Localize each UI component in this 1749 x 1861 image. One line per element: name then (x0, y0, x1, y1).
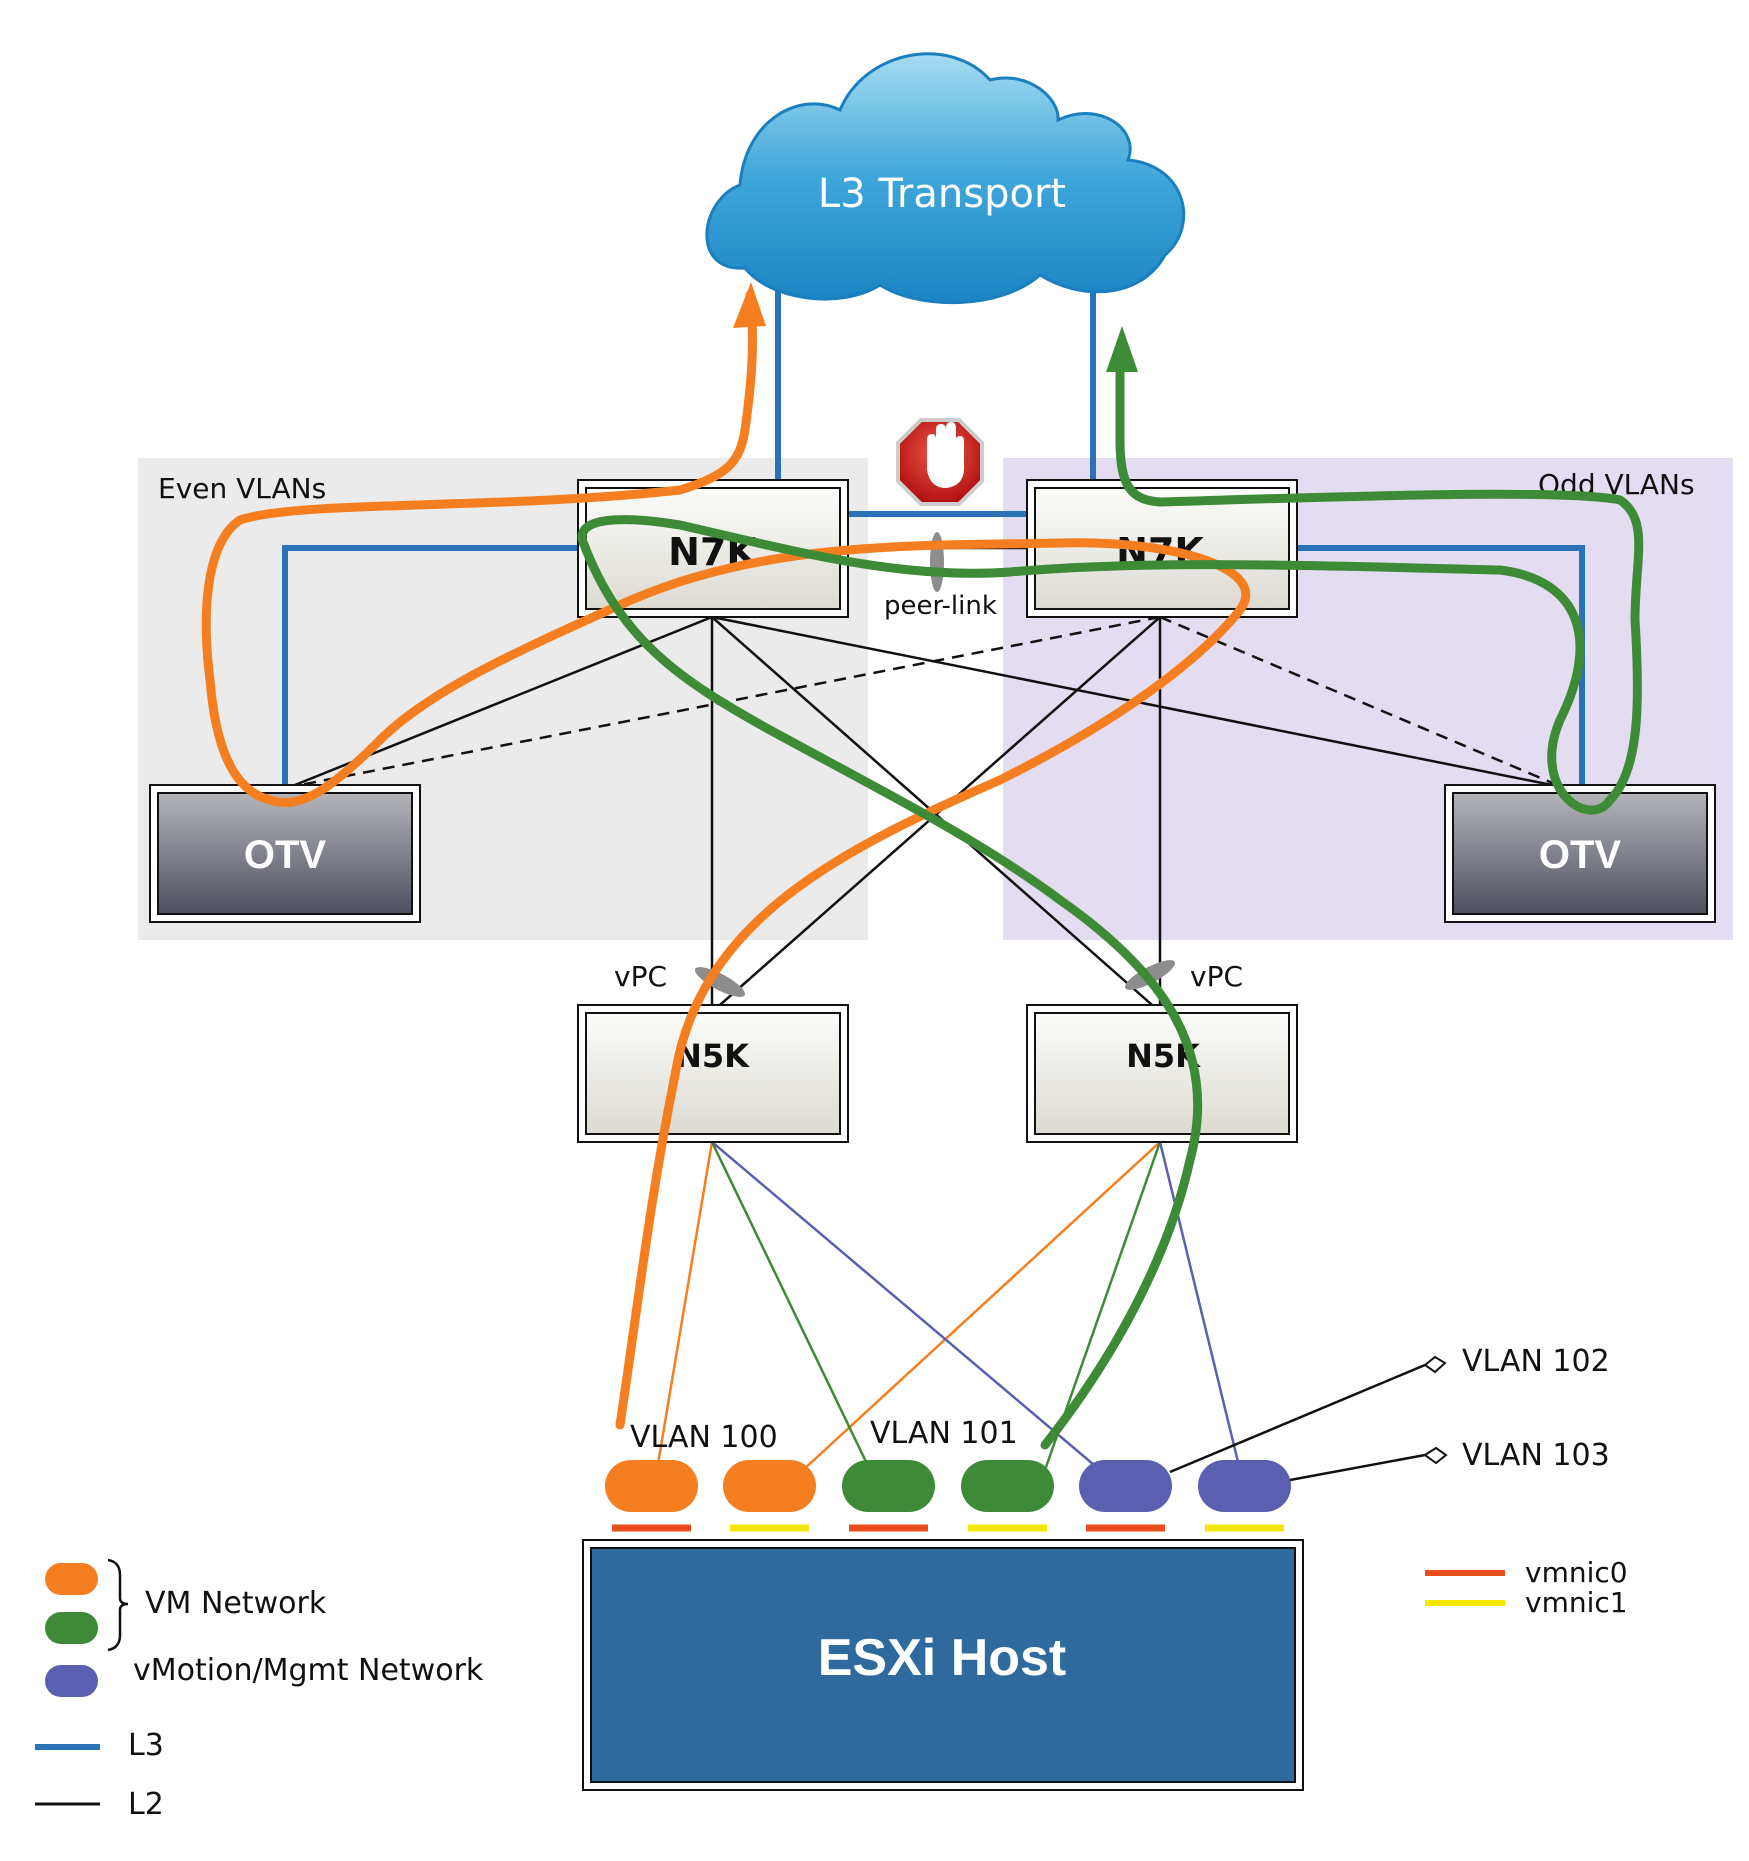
vpc-label-right: vPC (1190, 960, 1243, 993)
orange-path-arrowhead (733, 282, 766, 328)
vlan102-callout: VLAN 102 (1169, 1344, 1610, 1474)
legend-brace (107, 1558, 129, 1652)
legend-green-swatch (45, 1612, 98, 1644)
port-groups (605, 1460, 1291, 1512)
peer-link-label: peer-link (884, 591, 997, 621)
n5k-left: N5K (577, 1004, 849, 1143)
l3-transport-cloud: L3 Transport (705, 52, 1186, 305)
legend-l3: L3 (128, 1728, 164, 1763)
port-group-vlan103 (1198, 1460, 1291, 1512)
port-group-vlan101-b (961, 1460, 1054, 1512)
legend-vmotion-network: vMotion/Mgmt Network (133, 1653, 484, 1688)
legend-vmnic1: vmnic1 (1525, 1586, 1628, 1619)
orange-traffic-path (201, 290, 1251, 1430)
legend-vmnic0: vmnic0 (1525, 1556, 1628, 1589)
esxi-host-label: ESXi Host (818, 1629, 1067, 1687)
vlan102-label: VLAN 102 (1462, 1344, 1610, 1379)
port-group-vlan100-a (605, 1460, 698, 1512)
vlan101-label: VLAN 101 (870, 1416, 1018, 1451)
l3-links (282, 270, 1585, 788)
green-path-arrowhead (1106, 326, 1138, 372)
port-group-vlan102 (1079, 1460, 1172, 1512)
otv-left: OTV (149, 784, 421, 923)
otv-right: OTV (1444, 784, 1716, 923)
legend-vm-network: VM Network (145, 1586, 327, 1621)
port-group-vlan100-b (723, 1460, 816, 1512)
vlan103-label: VLAN 103 (1462, 1438, 1610, 1473)
legend-l2: L2 (128, 1787, 164, 1822)
esxi-host: ESXi Host (582, 1539, 1304, 1791)
vpc-label-left: vPC (614, 960, 667, 993)
legend-purple-swatch (45, 1665, 98, 1697)
legend: VM Network vMotion/Mgmt Network L3 L2 vm… (35, 1556, 1628, 1822)
vlan103-callout: VLAN 103 (1289, 1438, 1610, 1482)
even-vlans-label: Even VLANs (158, 472, 326, 505)
otv-right-label: OTV (1539, 833, 1622, 877)
vlan100-label: VLAN 100 (630, 1420, 778, 1455)
cloud-label: L3 Transport (818, 171, 1066, 217)
stop-hand-icon (896, 418, 984, 506)
vpc-bundle-left (694, 967, 746, 997)
green-traffic-path (577, 355, 1644, 1450)
n7k-left: N7K (577, 479, 849, 618)
otv-left-label: OTV (244, 833, 327, 877)
n5k-right: N5K (1026, 1004, 1298, 1143)
port-group-vlan101-a (842, 1460, 935, 1512)
n5k-left-label: N5K (675, 1037, 750, 1075)
legend-orange-swatch (45, 1563, 98, 1595)
